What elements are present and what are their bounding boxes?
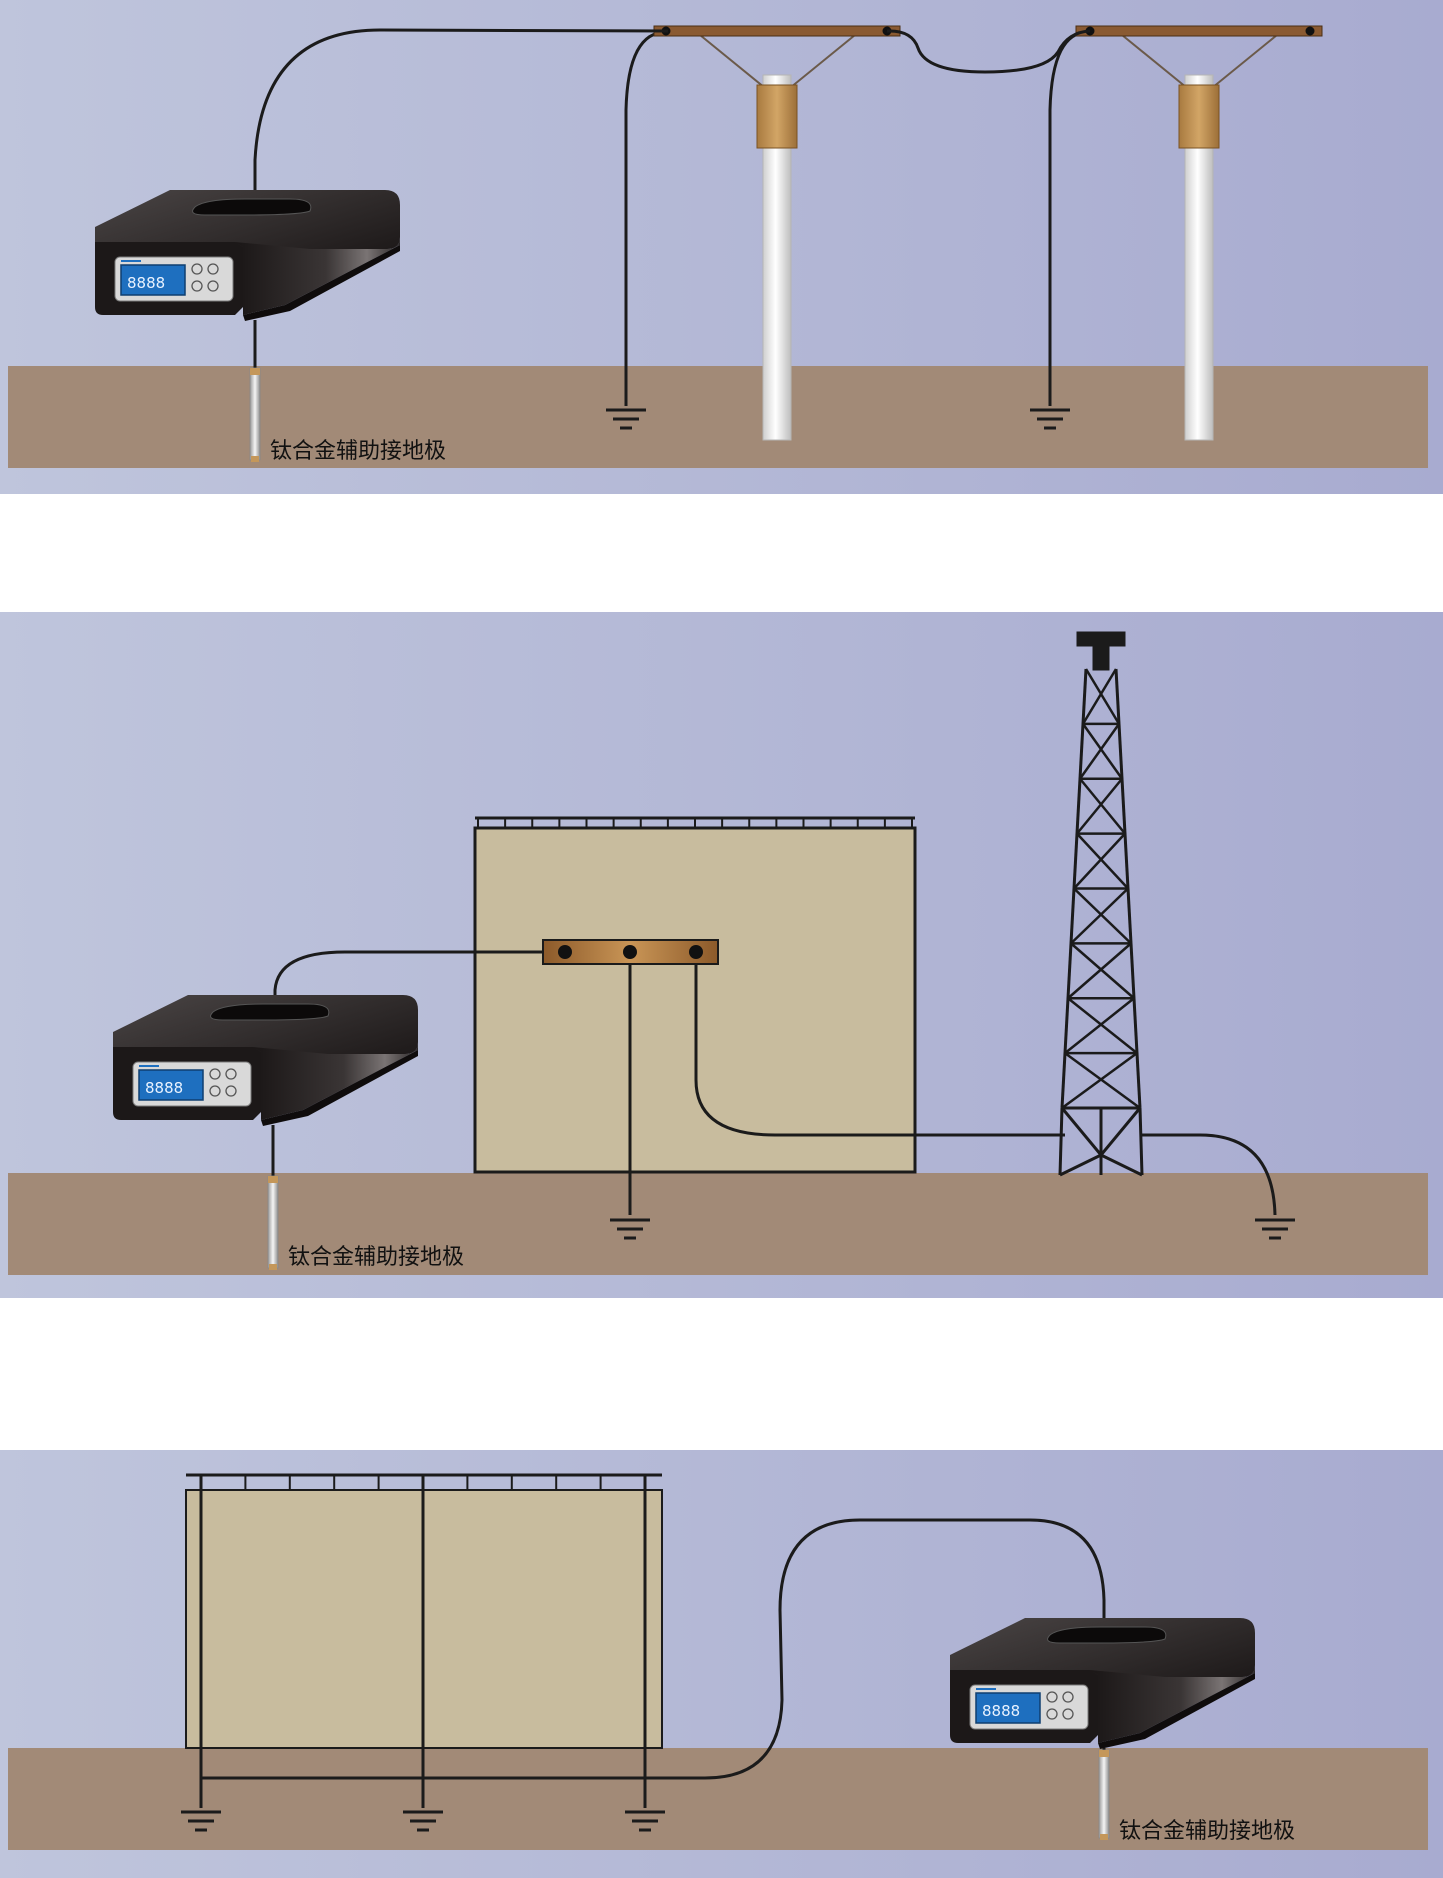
panel-substation-tower: 8888 钛合金辅助接地极 (0, 612, 1443, 1298)
tower-brace (1064, 997, 1135, 1055)
tower-brace (1079, 777, 1126, 835)
tower-brace (1076, 832, 1129, 890)
circle-button-icon[interactable] (191, 280, 203, 292)
electrode-label: 钛合金辅助接地极 (1119, 1819, 1295, 1844)
tower-brace (1064, 1052, 1141, 1110)
panel-fenced-enclosure: 8888 钛合金辅助接地极 (0, 1450, 1443, 1878)
circle-button-icon[interactable] (207, 280, 219, 292)
tower-brace (1073, 887, 1132, 945)
auxiliary-ground-rod (1098, 1749, 1110, 1839)
tower-brace (1076, 777, 1123, 835)
circle-button-icon[interactable] (207, 263, 219, 275)
circle-button-icon[interactable] (1046, 1708, 1058, 1720)
crossarm (1075, 25, 1323, 37)
crossarm (653, 25, 901, 37)
tower-brace (1067, 942, 1132, 1000)
panel-overhead-line: 8888 钛合金辅助接地极 (0, 0, 1443, 494)
insulator (1178, 84, 1220, 149)
electrode-label: 钛合金辅助接地极 (270, 439, 446, 464)
tower-brace (1070, 887, 1129, 945)
clamp-earth-tester: 8888 (112, 994, 419, 1127)
tower-brace (1084, 668, 1121, 725)
tower-brace (1081, 668, 1118, 725)
tower-brace (1073, 832, 1126, 890)
circle-button-icon[interactable] (1062, 1691, 1074, 1703)
circle-button-icon[interactable] (225, 1068, 237, 1080)
tower-brace (1078, 723, 1121, 780)
clamp-earth-tester: 8888 (949, 1617, 1256, 1750)
circle-button-icon[interactable] (225, 1085, 237, 1097)
tower-brace (1067, 997, 1138, 1055)
clamp-earth-tester: 8888 (94, 189, 401, 322)
circle-button-icon[interactable] (209, 1085, 221, 1097)
tower-brace (1081, 723, 1124, 780)
circle-button-icon[interactable] (1046, 1691, 1058, 1703)
circle-button-icon[interactable] (191, 263, 203, 275)
circle-button-icon[interactable] (1062, 1708, 1074, 1720)
auxiliary-ground-rod (249, 367, 261, 461)
tower-brace (1070, 942, 1135, 1000)
insulator (756, 84, 798, 149)
lcd-readout: 8888 (127, 274, 165, 292)
electrode-label: 钛合金辅助接地极 (288, 1245, 464, 1270)
lcd-readout: 8888 (145, 1079, 183, 1097)
circle-button-icon[interactable] (209, 1068, 221, 1080)
auxiliary-ground-rod (267, 1175, 279, 1269)
lcd-readout: 8888 (982, 1702, 1020, 1720)
tower-brace (1061, 1052, 1138, 1110)
